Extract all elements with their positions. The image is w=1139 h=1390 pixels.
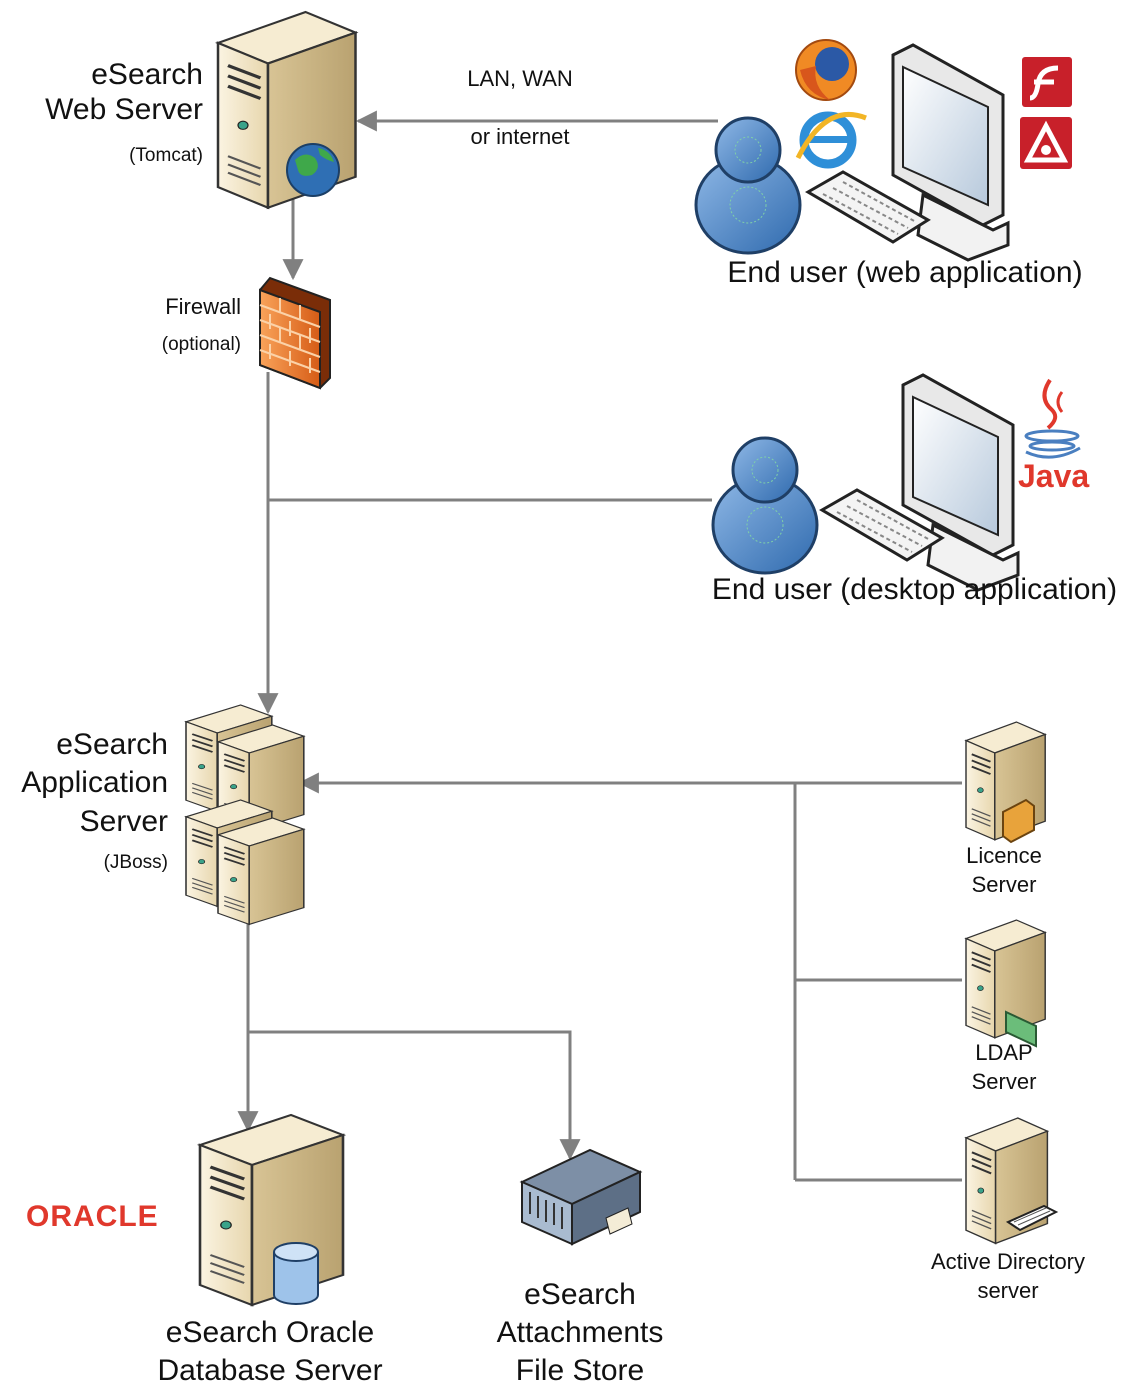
firewall-sub: (optional) <box>161 334 241 355</box>
db-server-label: eSearch Oracle Database Server <box>120 1314 420 1389</box>
db-server-icon <box>198 1113 345 1307</box>
adobe-air-icon <box>1020 117 1072 169</box>
java-icon <box>1024 378 1081 459</box>
app-server-sub: (JBoss) <box>103 852 168 873</box>
desktop-user-icon <box>711 436 819 575</box>
ad-server-label: Active Directory server <box>908 1248 1108 1305</box>
file-store-label: eSearch Attachments File Store <box>460 1276 700 1390</box>
java-logo-text: Java <box>1018 458 1090 494</box>
ad-drawer-icon <box>1005 1204 1059 1232</box>
licence-server-label: Licence Server <box>934 842 1074 899</box>
licence-line-1: Licence <box>966 843 1042 868</box>
firewall-icon <box>259 276 331 390</box>
app-server-label: eSearch Application Server <box>21 726 168 841</box>
ldap-line-2: Server <box>971 1068 1037 1094</box>
files-line-2: Attachments <box>496 1316 664 1350</box>
firefox-icon <box>795 39 857 101</box>
web-server-title-1: eSearch <box>91 58 203 91</box>
internet-explorer-icon <box>795 111 867 169</box>
ldap-card-icon <box>1005 1010 1037 1048</box>
app-server-title-1: eSearch <box>56 728 168 761</box>
database-cylinder-icon <box>273 1242 319 1305</box>
ldap-line-1: LDAP <box>975 1040 1033 1065</box>
desktop-user-label: End user (desktop application) <box>711 573 1118 606</box>
web-server-sub: (Tomcat) <box>129 145 203 166</box>
files-line-3: File Store <box>515 1354 645 1388</box>
ad-line-2: server <box>977 1277 1039 1303</box>
web-server-label: eSearch Web Server <box>45 58 203 127</box>
web-user-icon <box>694 116 802 255</box>
firewall-title: Firewall <box>165 294 241 319</box>
licence-folder-icon <box>1002 798 1035 844</box>
web-server-title-2: Web Server <box>45 92 203 126</box>
link-label-1: LAN, WAN <box>467 66 573 91</box>
ldap-server-label: LDAP Server <box>934 1039 1074 1096</box>
desktop-monitor-icon <box>901 373 1020 592</box>
globe-icon <box>286 143 340 197</box>
ad-server-icon <box>964 1116 1049 1245</box>
app-server-title-2: Application <box>21 766 168 800</box>
licence-line-2: Server <box>971 871 1037 897</box>
ad-line-1: Active Directory <box>930 1249 1086 1274</box>
db-line-1: eSearch Oracle <box>165 1316 375 1349</box>
connectors <box>237 110 962 1182</box>
app-server-icon <box>184 703 305 926</box>
oracle-logo: ORACLE <box>26 1200 159 1233</box>
link-app-to-files <box>248 1030 581 1161</box>
link-label-2: or internet <box>470 124 570 149</box>
app-server-title-3: Server <box>79 804 168 838</box>
db-line-2: Database Server <box>157 1353 383 1387</box>
file-store-icon <box>519 1148 643 1246</box>
web-user-label: End user (web application) <box>727 256 1083 289</box>
flash-icon <box>1022 57 1072 107</box>
files-line-1: eSearch <box>524 1278 636 1311</box>
